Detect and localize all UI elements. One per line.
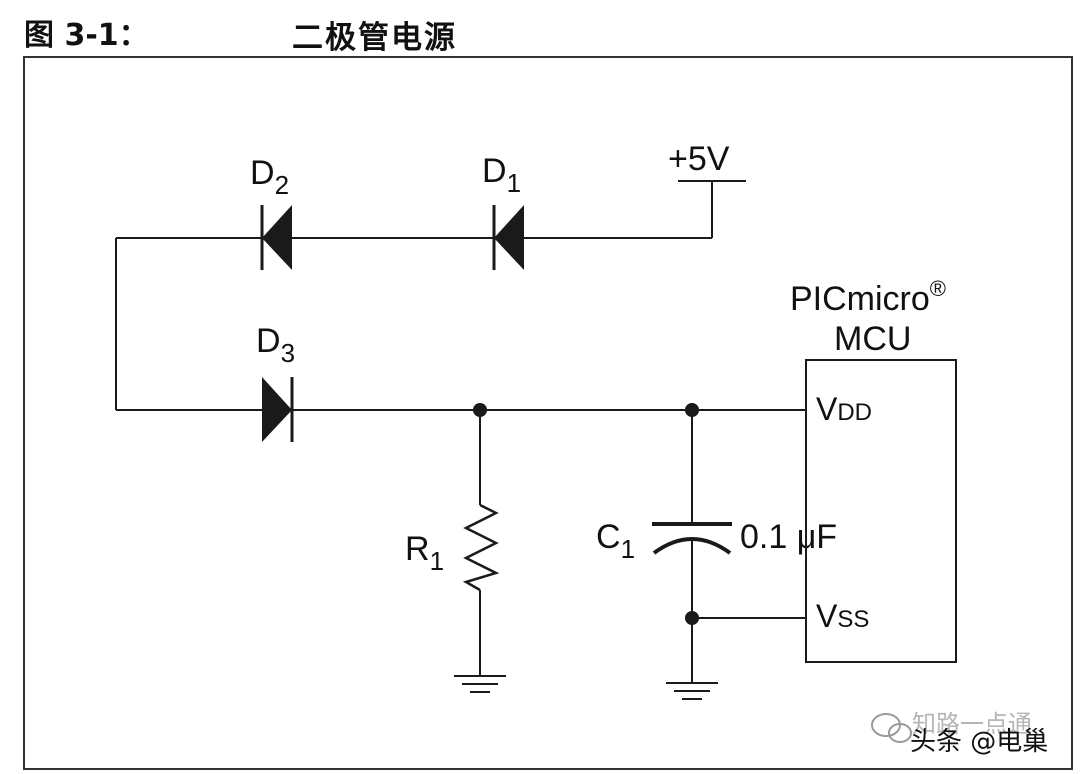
ground-c1 <box>666 682 718 700</box>
figure-frame <box>23 56 1073 770</box>
pin-vss-main: V <box>816 598 838 634</box>
diode-d2: D2 <box>250 154 292 270</box>
diode-d1: D1 <box>482 152 524 270</box>
mcu-block: PICmicro® MCU VDD VSS <box>790 276 957 663</box>
svg-text:D1: D1 <box>482 152 521 198</box>
supply-label: +5V <box>668 140 730 178</box>
r1-label: R <box>405 530 430 568</box>
d2-label: D <box>250 154 275 192</box>
pin-vdd-sub: DD <box>837 399 872 426</box>
d3-label: D <box>256 322 281 360</box>
svg-text:D2: D2 <box>250 154 289 200</box>
c1-subscript: 1 <box>621 534 635 564</box>
d2-subscript: 2 <box>275 170 289 200</box>
watermark-line1: 知路一点通 <box>912 710 1032 738</box>
supply-terminal: +5V <box>668 140 746 238</box>
svg-text:R1: R1 <box>405 530 444 576</box>
pin-vdd-main: V <box>816 391 838 427</box>
c1-label: C <box>596 518 621 556</box>
watermark: 知路一点通 头条 @电巢 <box>871 710 1048 757</box>
svg-text:D3: D3 <box>256 322 295 368</box>
mcu-trademark: ® <box>930 276 946 301</box>
svg-text:PICmicro®: PICmicro® <box>790 276 946 318</box>
watermark-line2: 头条 @电巢 <box>910 727 1048 757</box>
svg-text:VDD: VDD <box>816 391 872 427</box>
mcu-name-line1: PICmicro <box>790 280 930 318</box>
capacitor-c1: C1 0.1 μF <box>596 410 837 683</box>
svg-text:C1: C1 <box>596 518 635 564</box>
pin-vss-sub: SS <box>837 606 869 633</box>
d1-label: D <box>482 152 507 190</box>
diode-d3: D3 <box>256 322 295 442</box>
figure-number: 图 3-1： <box>24 18 149 53</box>
r1-subscript: 1 <box>430 546 444 576</box>
resistor-r1: R1 <box>405 410 500 676</box>
d3-subscript: 3 <box>281 338 295 368</box>
svg-text:VSS: VSS <box>816 598 869 634</box>
ground-r1 <box>454 675 506 693</box>
d1-subscript: 1 <box>507 168 521 198</box>
mcu-name-line2: MCU <box>834 320 911 358</box>
figure-title: 二极管电源 <box>292 20 457 56</box>
wechat-icon <box>871 713 912 743</box>
c1-value: 0.1 μF <box>740 518 837 556</box>
